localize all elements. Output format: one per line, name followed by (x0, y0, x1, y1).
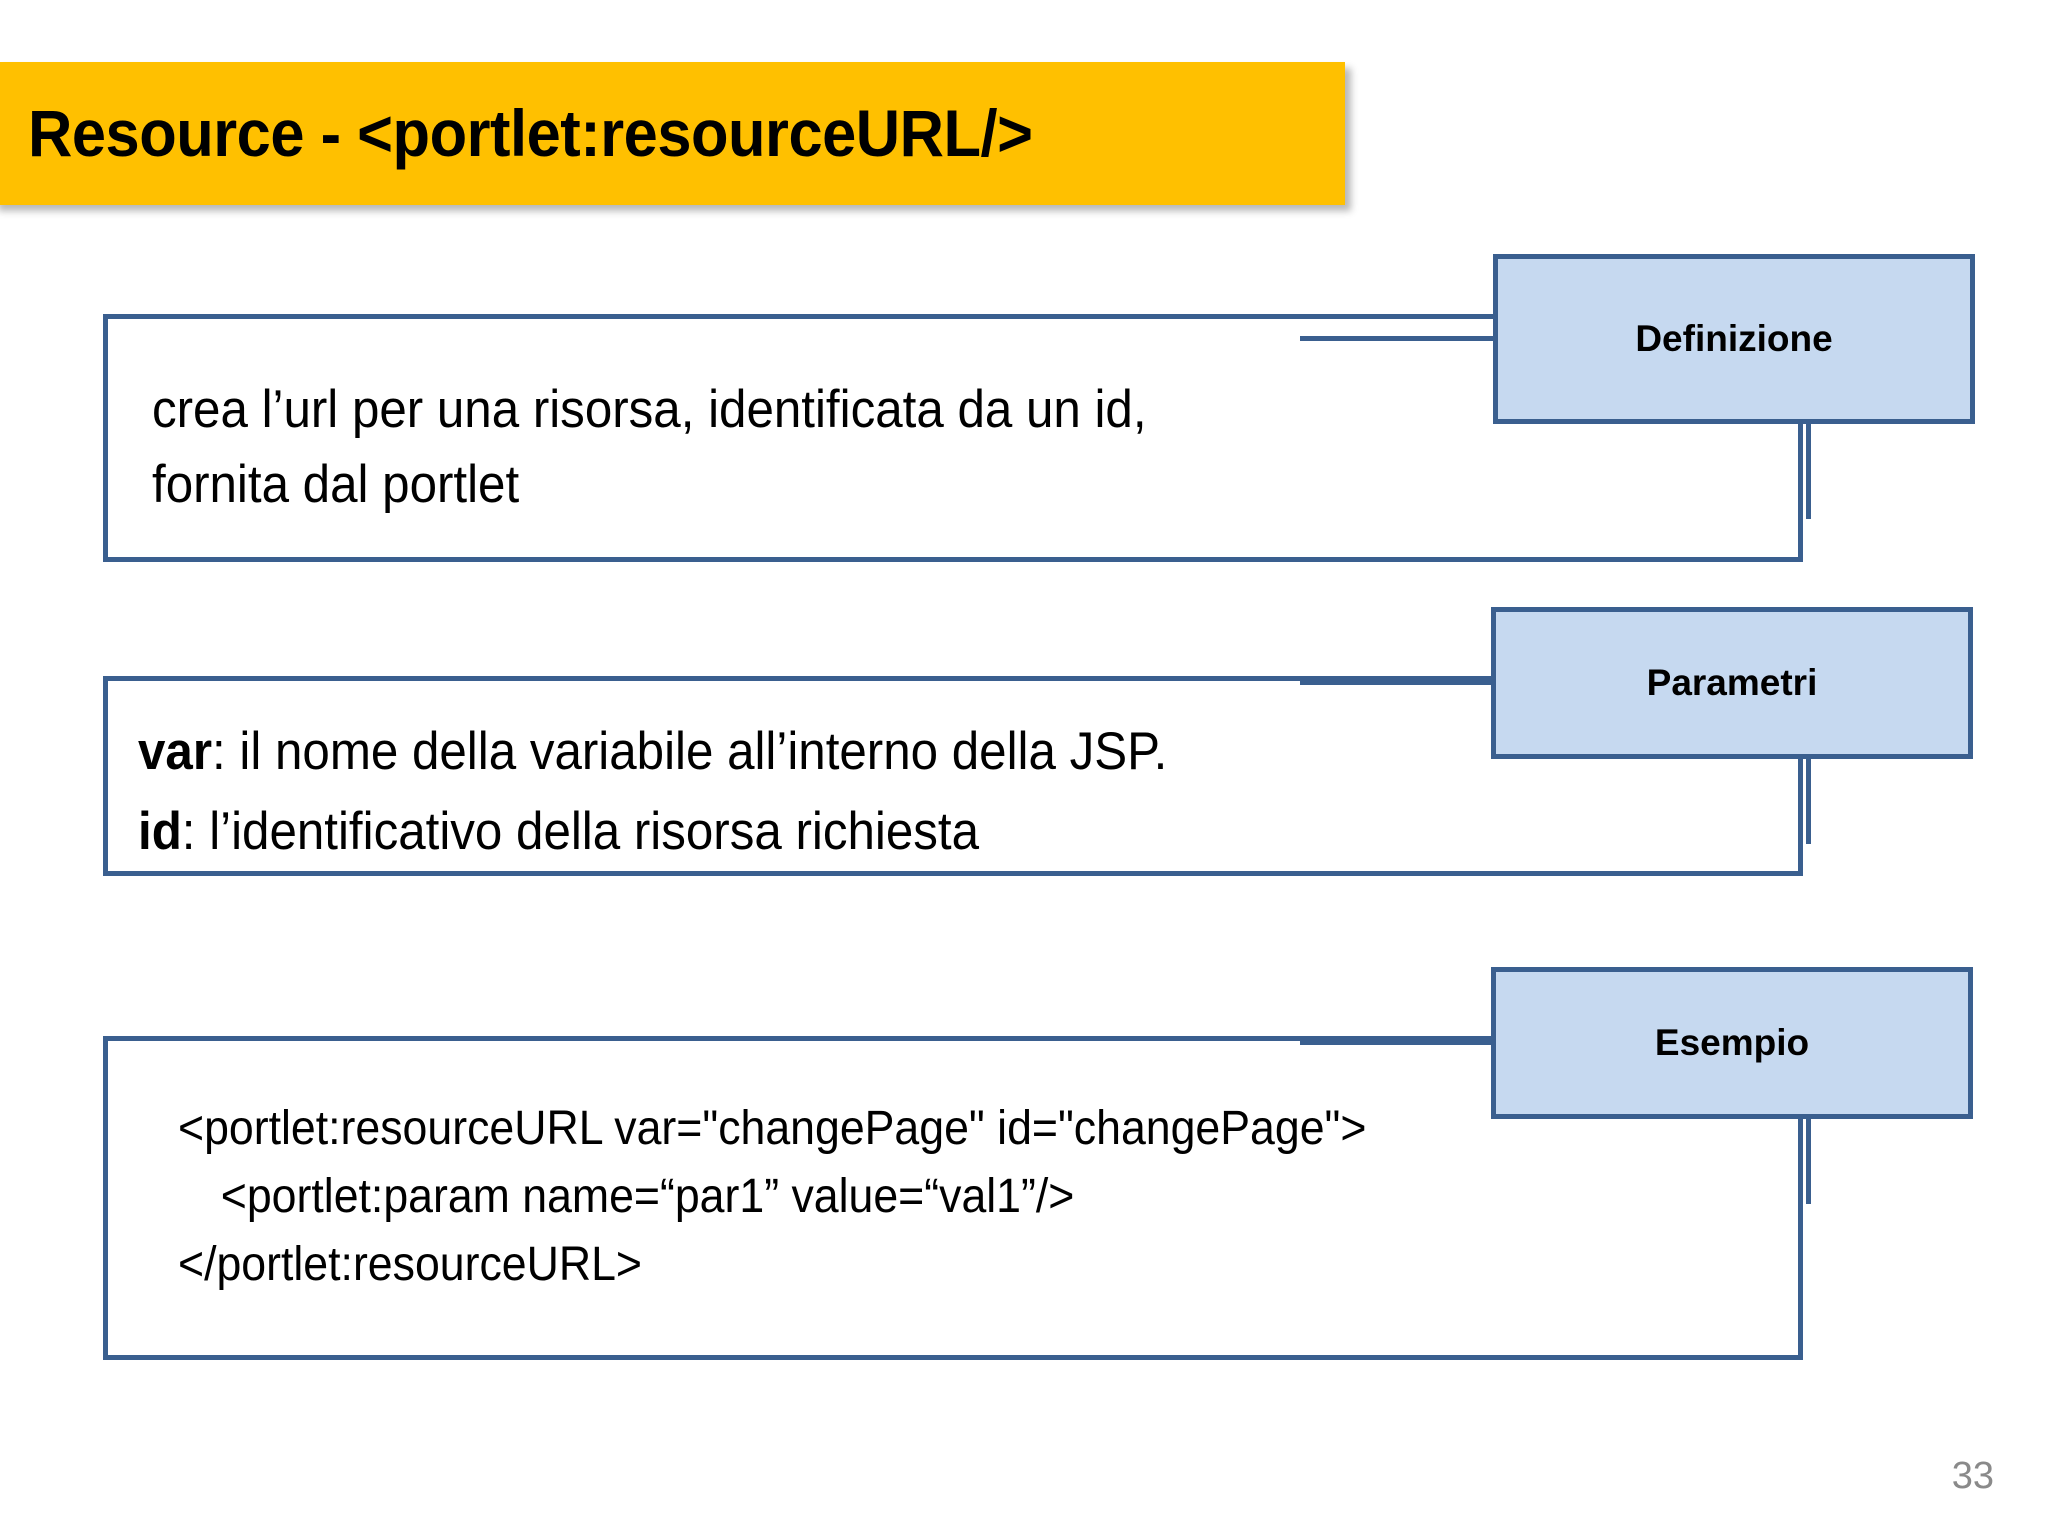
definizione-body-text: crea l’url per una risorsa, identificata… (152, 372, 1221, 522)
esempio-connector-vertical (1806, 1114, 1811, 1204)
definizione-connector-vertical (1806, 419, 1811, 519)
esempio-connector-horizontal (1300, 1040, 1496, 1045)
slide-title-banner: Resource - <portlet:resourceURL/> (0, 62, 1345, 205)
parametri-connector-horizontal (1300, 680, 1496, 685)
esempio-code-line-1: <portlet:resourceURL var="changePage" id… (178, 1102, 1367, 1155)
parametri-connector-vertical (1806, 754, 1811, 844)
page-title: Resource - <portlet:resourceURL/> (28, 95, 1033, 170)
definizione-badge-label: Definizione (1635, 318, 1833, 359)
definizione-connector-horizontal (1300, 336, 1498, 341)
esempio-badge-label: Esempio (1654, 1022, 1810, 1063)
page-number: 33 (1951, 1455, 1994, 1497)
esempio-code-block: <portlet:resourceURL var="changePage" id… (178, 1095, 1456, 1299)
parametri-badge-label: Parametri (1646, 662, 1818, 703)
esempio-badge: Esempio (1491, 967, 1973, 1119)
esempio-code-line-3: </portlet:resourceURL> (178, 1238, 642, 1291)
parametri-line-2: id: l’identificativo della risorsa richi… (138, 802, 979, 861)
definizione-line-2: fornita dal portlet (152, 455, 520, 514)
parametri-body-text: var: il nome della variabile all’interno… (138, 712, 1245, 872)
parametri-badge: Parametri (1491, 607, 1973, 759)
esempio-code-line-2: <portlet:param name=“par1” value=“val1”/… (220, 1170, 1075, 1223)
parametri-line-1: var: il nome della variabile all’interno… (138, 722, 1168, 781)
definizione-badge: Definizione (1493, 254, 1975, 424)
definizione-line-1: crea l’url per una risorsa, identificata… (152, 380, 1147, 439)
